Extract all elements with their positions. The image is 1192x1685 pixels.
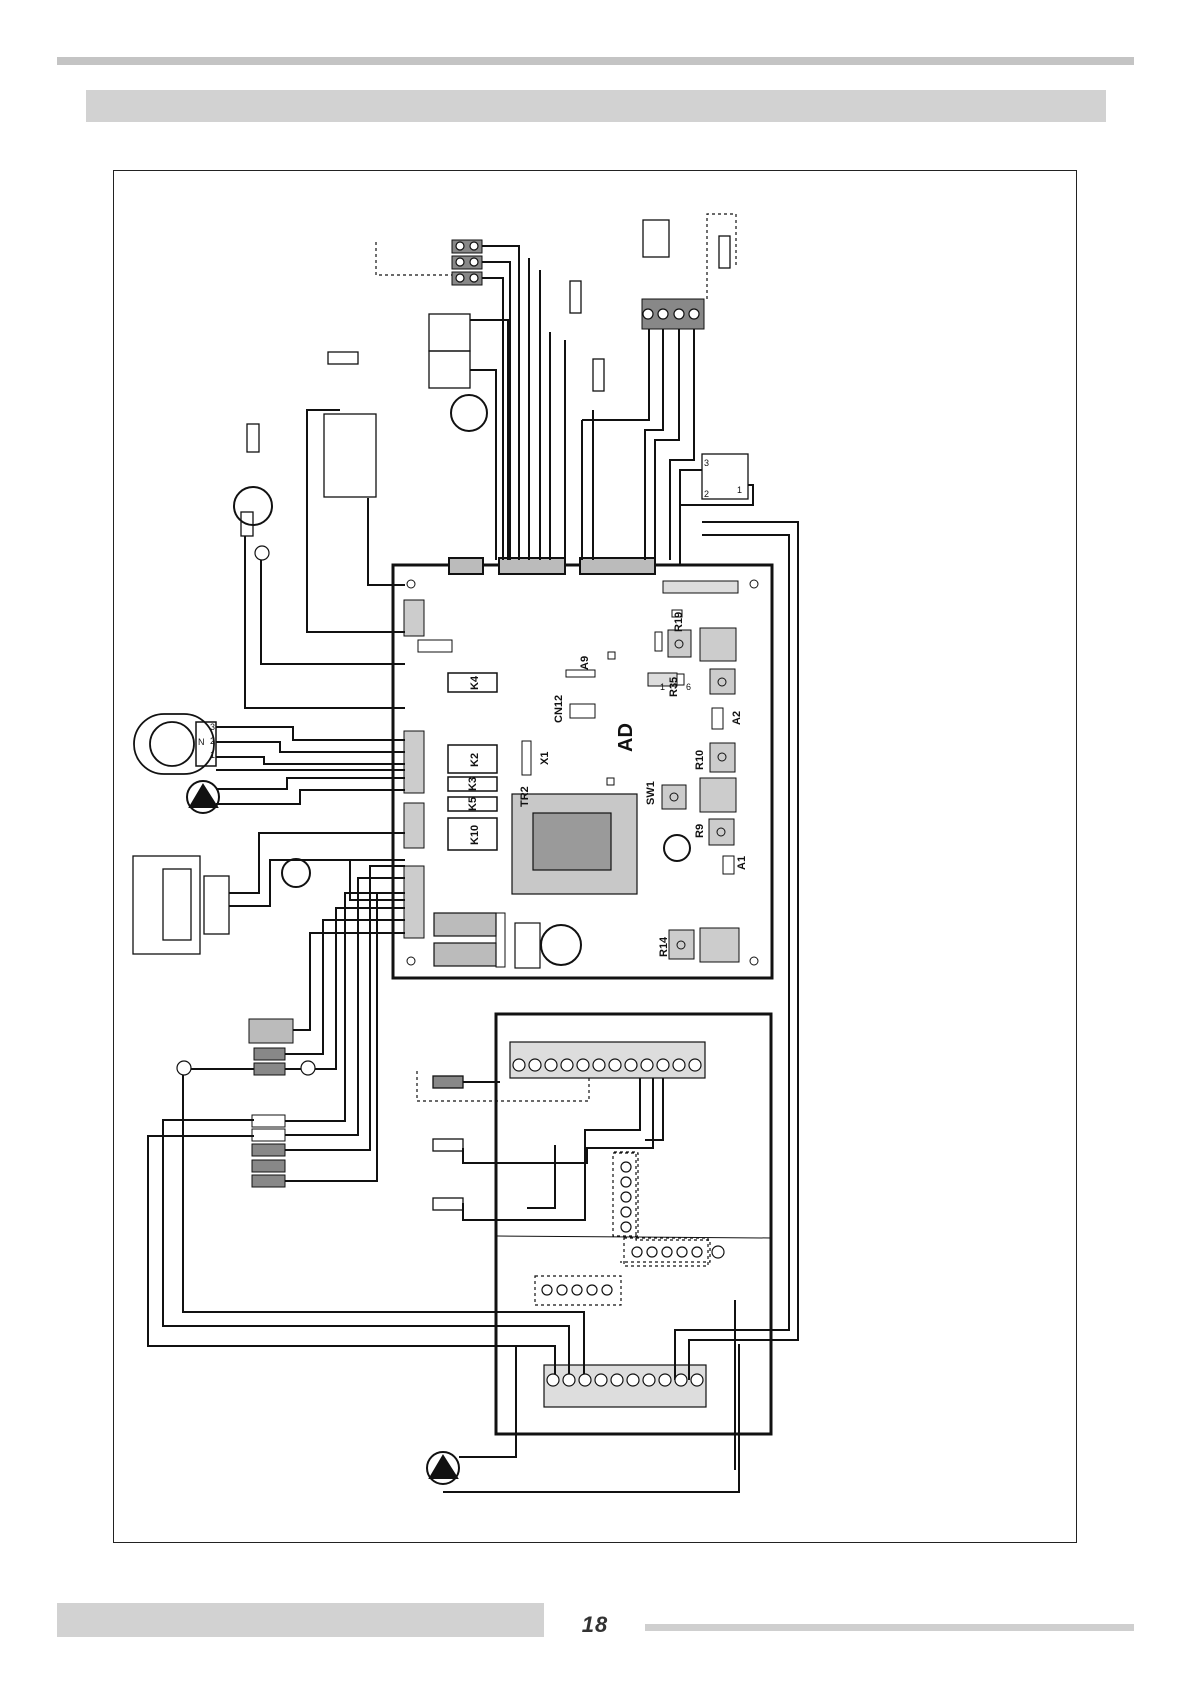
label-r19: R19 (673, 612, 685, 632)
label-r14: R14 (658, 936, 670, 957)
label-r35: R35 (668, 677, 680, 697)
board-connector-4 (663, 581, 738, 593)
board-label-ad: AD (615, 723, 637, 752)
switch-pin-2: 2 (704, 489, 709, 499)
switch-pin-3: 3 (704, 458, 709, 468)
label-k2: K2 (469, 753, 481, 767)
label-r10: R10 (694, 750, 706, 770)
label-a2: A2 (731, 711, 743, 725)
label-k4: K4 (469, 675, 481, 690)
board-connector-1 (449, 558, 483, 574)
footer-band (57, 1603, 544, 1637)
fan-pin-3: 3 (210, 722, 215, 732)
board-connector-left-2 (404, 731, 424, 793)
page-number: 18 (560, 1612, 630, 1638)
board-connector-left-1 (404, 600, 424, 636)
board-connector-left-4 (404, 866, 424, 938)
label-x1: X1 (539, 752, 551, 765)
label-a9: A9 (579, 656, 591, 670)
board-connector-3 (580, 558, 655, 574)
fan-pin-2: 2 (210, 736, 215, 746)
label-tr2: TR2 (519, 786, 531, 807)
label-k10: K10 (469, 825, 481, 845)
label-k3: K3 (467, 777, 479, 791)
jumper-pin-6: 6 (686, 682, 691, 692)
label-a1: A1 (736, 856, 748, 870)
label-r9: R9 (694, 824, 706, 838)
board-connector-2 (499, 558, 565, 574)
label-sw1: SW1 (645, 781, 657, 805)
label-k5: K5 (467, 797, 479, 811)
fan-marker-n: N (198, 737, 205, 747)
footer-rule (645, 1624, 1134, 1631)
jumper-pin-1: 1 (660, 682, 665, 692)
label-cn12: CN12 (553, 695, 565, 723)
switch-pin-1: 1 (737, 485, 742, 495)
board-connector-left-3 (404, 803, 424, 848)
fan-pin-1: 1 (210, 750, 215, 760)
